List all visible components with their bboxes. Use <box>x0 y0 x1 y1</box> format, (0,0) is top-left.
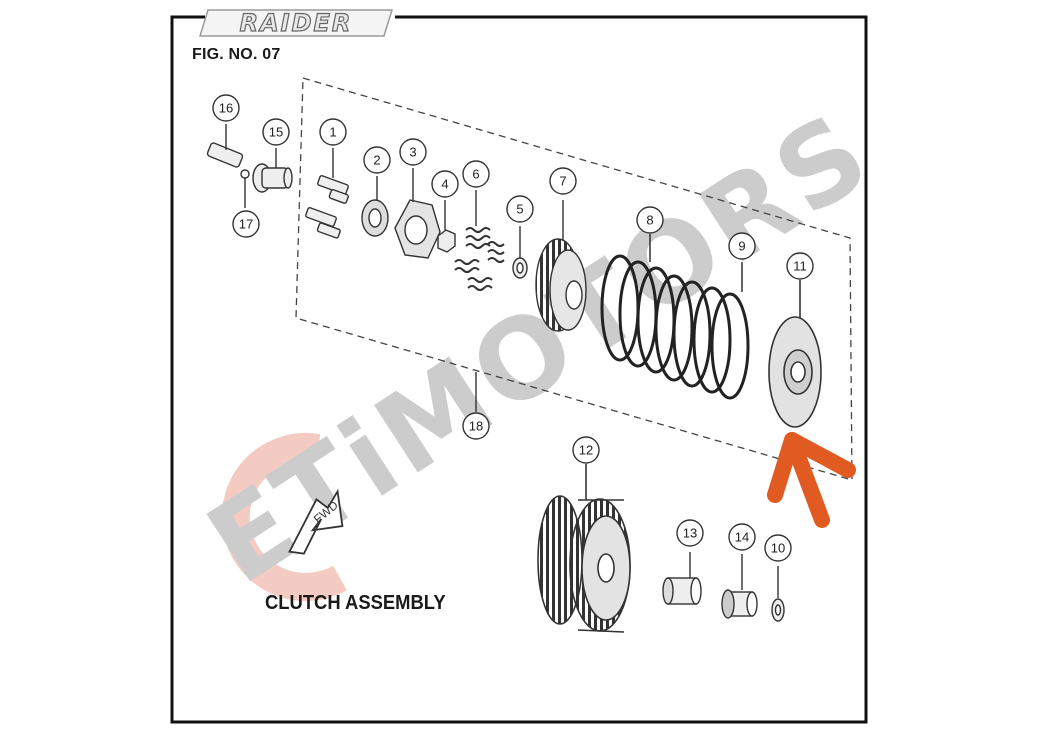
callout-4: 4 <box>431 170 459 198</box>
callout-number: 4 <box>441 177 448 192</box>
fwd-arrow-icon: FWD <box>288 488 344 555</box>
callout-number: 17 <box>239 217 253 232</box>
part-16-bolt <box>206 124 244 168</box>
part-1-bolts <box>305 148 349 239</box>
callout-3: 3 <box>399 138 427 166</box>
part-2-bearing <box>361 176 389 237</box>
callout-number: 8 <box>646 213 653 228</box>
callout-13: 13 <box>676 519 704 547</box>
callout-6: 6 <box>462 160 490 188</box>
callout-7: 7 <box>549 167 577 195</box>
part-5-washer <box>512 226 528 279</box>
callout-number: 18 <box>469 419 483 434</box>
callout-number: 7 <box>559 174 566 189</box>
arrow-up-icon <box>767 432 856 528</box>
callout-16: 16 <box>212 94 240 122</box>
callout-number: 15 <box>269 125 283 140</box>
callout-number: 12 <box>579 443 593 458</box>
callout-10: 10 <box>764 534 792 562</box>
callout-number: 10 <box>771 541 785 556</box>
callout-number: 1 <box>329 125 336 140</box>
callout-11: 11 <box>786 252 814 280</box>
callout-15: 15 <box>262 118 290 146</box>
callout-number: 16 <box>219 101 233 116</box>
callout-number: 6 <box>472 167 479 182</box>
part-14-bush <box>721 554 758 619</box>
callout-17: 17 <box>232 210 260 238</box>
part-12-clutch-housing <box>537 464 631 633</box>
page-frame <box>170 15 868 724</box>
callout-number: 5 <box>516 202 523 217</box>
part-13-sleeve <box>662 552 702 605</box>
figure-number: FIG. NO. 07 <box>192 46 281 63</box>
callout-number: 2 <box>373 153 380 168</box>
callout-14: 14 <box>728 523 756 551</box>
callout-number: 13 <box>683 526 697 541</box>
part-3-lifter-plate <box>394 168 441 259</box>
part-4-nut <box>437 200 456 253</box>
part-6-springs <box>454 190 505 291</box>
raider-logo: RAIDER <box>198 8 394 38</box>
figure-caption: CLUTCH ASSEMBLY <box>265 592 446 614</box>
part-9-steel-plates <box>692 262 750 400</box>
callout-number: 3 <box>409 145 416 160</box>
callout-5: 5 <box>506 195 534 223</box>
callout-9: 9 <box>728 232 756 260</box>
part-11-clutch-hub <box>768 280 822 428</box>
svg-text:RAIDER: RAIDER <box>240 9 353 37</box>
callout-number: 14 <box>735 530 749 545</box>
callout-2: 2 <box>363 146 391 174</box>
callout-number: 11 <box>793 259 807 274</box>
part-8-friction-plates <box>600 234 712 388</box>
callout-12: 12 <box>572 436 600 464</box>
callout-1: 1 <box>319 118 347 146</box>
callout-8: 8 <box>636 206 664 234</box>
part-15-bushing <box>252 148 293 193</box>
part-7-pressure-plate <box>535 200 587 332</box>
part-10-washer <box>771 566 785 622</box>
callout-18: 18 <box>462 412 490 440</box>
part-17-ring <box>240 169 250 208</box>
callout-number: 9 <box>738 239 745 254</box>
